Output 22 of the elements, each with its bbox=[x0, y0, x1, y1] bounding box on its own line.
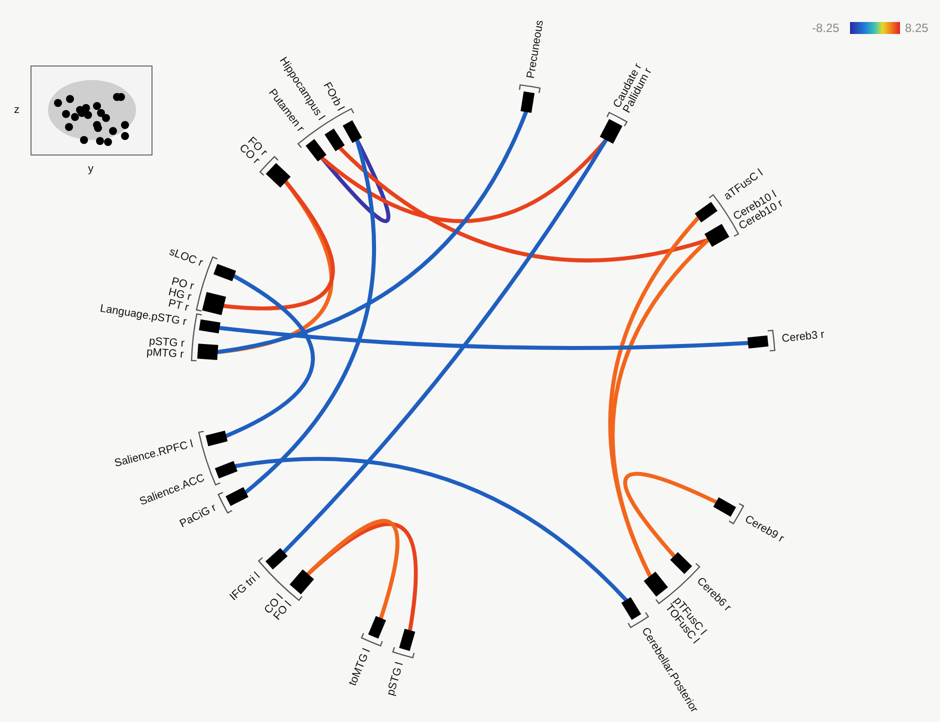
connection-curve bbox=[610, 238, 710, 578]
region-label: IFG tri l bbox=[228, 570, 262, 604]
axis-label: y bbox=[88, 163, 94, 175]
region-label: pMTG r bbox=[146, 347, 184, 361]
connection-curve bbox=[224, 274, 315, 438]
connection-curve bbox=[234, 456, 628, 602]
connection-curve bbox=[218, 326, 750, 350]
region-label: toMTG l bbox=[348, 647, 373, 688]
region-label: Cereb3 r bbox=[781, 330, 825, 345]
axis-label: z bbox=[14, 104, 20, 116]
scale-value: 8.25 bbox=[905, 21, 928, 35]
connection-curve bbox=[320, 138, 390, 223]
connection-curve bbox=[222, 180, 335, 310]
connection-curve bbox=[216, 110, 528, 354]
region-label: Precuneous bbox=[526, 20, 546, 80]
scale-value: -8.25 bbox=[812, 21, 840, 35]
region-label: FOrb l bbox=[320, 80, 346, 113]
region-label: sLOC r bbox=[168, 246, 204, 270]
connection-curve bbox=[282, 138, 608, 554]
connection-curve bbox=[244, 138, 376, 494]
region-label: pSTG l bbox=[386, 661, 406, 698]
connection-curve bbox=[623, 472, 718, 558]
